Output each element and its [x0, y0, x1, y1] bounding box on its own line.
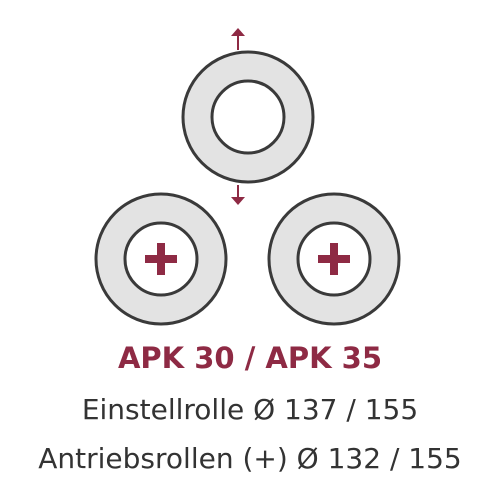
adjustment-roller-label: Einstellrolle Ø 137 / 155: [81, 393, 419, 426]
roller-arrangement: [94, 28, 401, 326]
arrow-up-icon: [231, 28, 245, 50]
drive-roller-left: [94, 192, 228, 326]
adjustment-roller: [181, 50, 315, 184]
arrow-down-icon: [231, 185, 245, 205]
plus-icon: [318, 243, 350, 275]
drive-rollers-label: Antriebsrollen (+) Ø 132 / 155: [38, 442, 462, 475]
drive-roller-right: [267, 192, 401, 326]
adjustment-roller-hub: [210, 79, 286, 155]
model-title: APK 30 / APK 35: [117, 341, 383, 375]
plus-icon: [145, 243, 177, 275]
